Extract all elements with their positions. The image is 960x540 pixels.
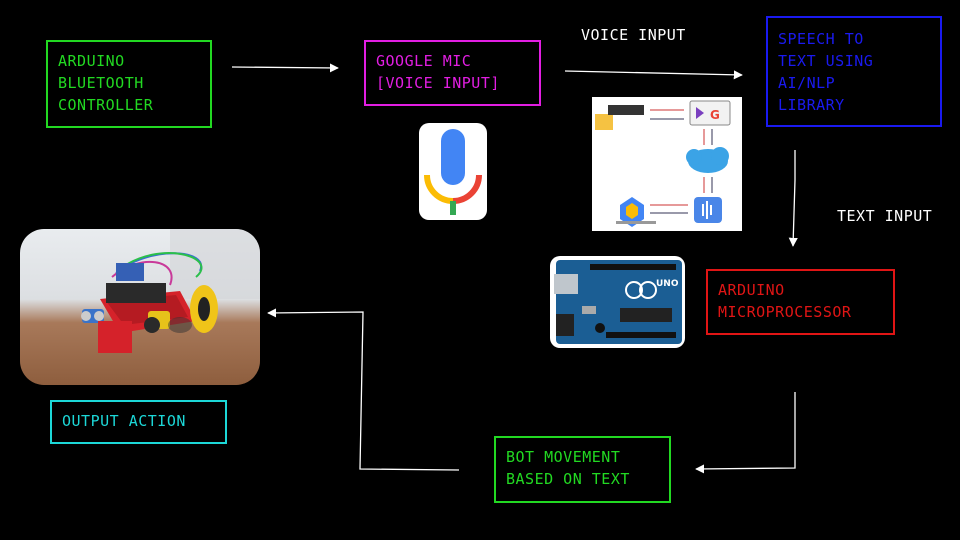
svg-text:G: G bbox=[710, 108, 720, 122]
node-microprocessor: ARDUINO MICROPROCESSOR bbox=[706, 269, 895, 335]
node-speech-to-text: SPEECH TO TEXT USING AI/NLP LIBRARY bbox=[766, 16, 942, 127]
google-mic-icon bbox=[419, 123, 487, 220]
arrow-mic-to-speech bbox=[564, 70, 743, 80]
node-google-mic: GOOGLE MIC [VOICE INPUT] bbox=[364, 40, 541, 106]
cloud-pipeline-diagram: G bbox=[592, 97, 742, 231]
arduino-uno-board: UNO bbox=[550, 256, 685, 348]
arrow-micro-to-bot bbox=[695, 392, 796, 474]
robot-car-photo bbox=[20, 229, 260, 385]
node-bt-controller: ARDUINO BLUETOOTH CONTROLLER bbox=[46, 40, 212, 128]
arduino-board-text: UNO bbox=[656, 279, 679, 289]
edge-label-text-input: TEXT INPUT bbox=[837, 207, 933, 225]
arrow-speech-to-micro bbox=[788, 150, 798, 247]
node-bot-movement: BOT MOVEMENT BASED ON TEXT bbox=[494, 436, 671, 503]
node-output-action: OUTPUT ACTION bbox=[50, 400, 227, 444]
arrow-controller-to-mic bbox=[231, 63, 339, 73]
edge-label-voice-input: VOICE INPUT bbox=[581, 26, 686, 44]
arrow-bot-to-output bbox=[267, 308, 460, 471]
